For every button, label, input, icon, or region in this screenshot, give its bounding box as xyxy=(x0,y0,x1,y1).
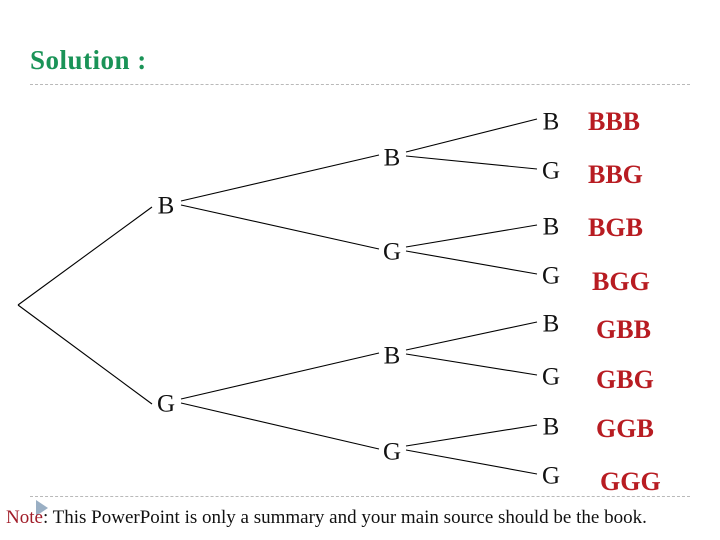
branch-B-to-BG xyxy=(180,204,380,250)
node-level2-0: B xyxy=(384,145,401,172)
branch-G-to-GG xyxy=(180,402,380,450)
node-level3-5: G xyxy=(542,364,560,391)
node-level3-3: G xyxy=(542,263,560,290)
outcome-label-6: GGB xyxy=(596,414,654,443)
tree-branches-level2 xyxy=(180,154,380,450)
branch-BB-to-BBG xyxy=(405,155,538,170)
footer-note: Note: This PowerPoint is only a summary … xyxy=(6,508,647,527)
outcome-label-7: GGG xyxy=(600,467,661,496)
tree-nodes-level2: B G B G xyxy=(383,145,401,466)
branch-GB-to-GBB xyxy=(405,321,538,351)
branch-B-to-BB xyxy=(180,154,380,202)
branch-GG-to-GGB xyxy=(405,424,538,447)
footer-note-text: : This PowerPoint is only a summary and … xyxy=(42,507,647,528)
branch-GB-to-GBG xyxy=(405,353,538,376)
branch-G-to-GB xyxy=(180,352,380,400)
divider-bottom xyxy=(30,496,690,497)
branch-GG-to-GGG xyxy=(405,449,538,475)
outcome-label-0: BBB xyxy=(588,107,640,136)
node-level3-0: B xyxy=(543,109,560,136)
tree-branches-level1 xyxy=(17,206,153,405)
node-level1-0: B xyxy=(158,193,175,220)
tree-branches-level3 xyxy=(405,118,538,475)
node-level2-2: B xyxy=(384,343,401,370)
tree-nodes-level1: B G xyxy=(157,193,175,418)
branch-BG-to-BGB xyxy=(405,224,538,248)
outcome-label-2: BGB xyxy=(588,213,643,242)
page-title: Solution : xyxy=(30,45,147,75)
footer-note-keyword: Note xyxy=(6,507,43,528)
node-level3-6: B xyxy=(543,414,560,441)
branch-root-to-B xyxy=(17,206,153,306)
branch-BG-to-BGG xyxy=(405,250,538,275)
tree-nodes-level3: B G B G B G B G xyxy=(542,109,560,490)
outcome-label-4: GBB xyxy=(596,315,651,344)
outcome-labels: BBB BBG BGB BGG GBB GBG GGB GGG xyxy=(588,107,661,496)
branch-root-to-G xyxy=(17,304,153,405)
divider-top xyxy=(30,84,690,85)
triangle-bullet-icon xyxy=(36,500,48,516)
node-level1-1: G xyxy=(157,391,175,418)
node-level2-1: G xyxy=(383,239,401,266)
outcome-label-1: BBG xyxy=(588,160,643,189)
node-level2-3: G xyxy=(383,439,401,466)
outcome-label-5: GBG xyxy=(596,365,654,394)
node-level3-2: B xyxy=(543,214,560,241)
node-level3-7: G xyxy=(542,463,560,490)
node-level3-1: G xyxy=(542,158,560,185)
outcome-label-3: BGG xyxy=(592,267,650,296)
node-level3-4: B xyxy=(543,311,560,338)
branch-BB-to-BBB xyxy=(405,118,538,153)
